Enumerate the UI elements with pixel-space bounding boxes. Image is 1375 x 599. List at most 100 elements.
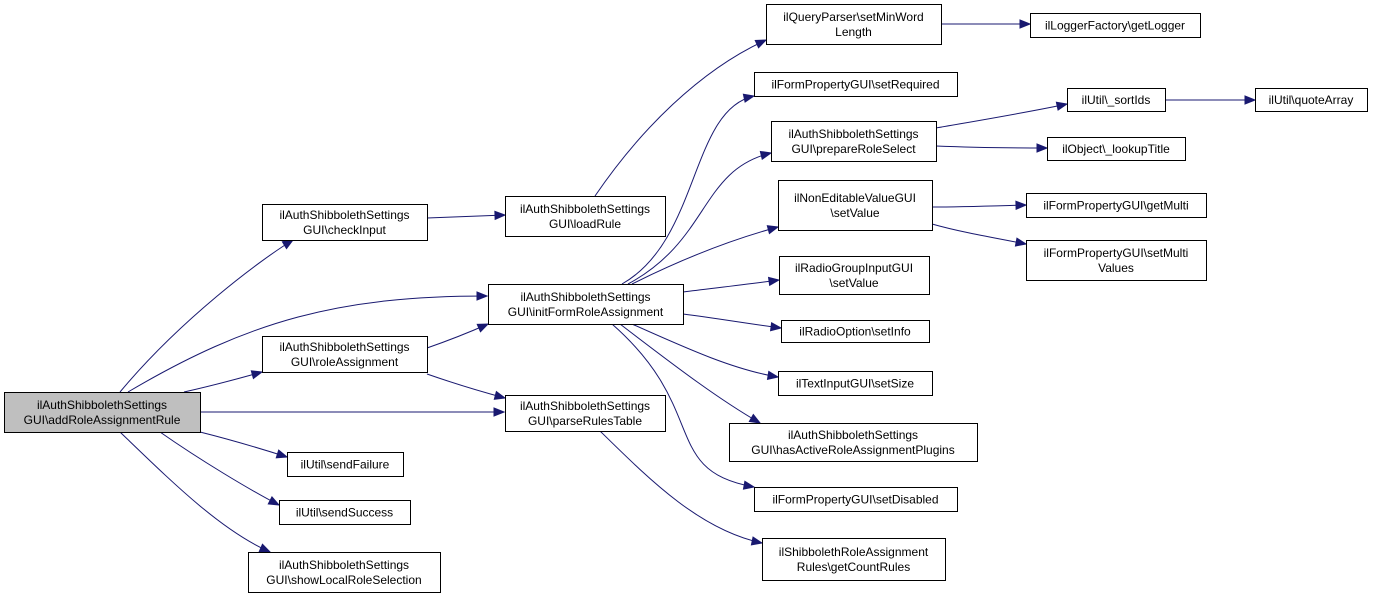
edge-root-to-showLocalRoleSelection (119, 431, 271, 553)
edge-prepareRoleSelect-to-lookupTitle (935, 145, 1048, 149)
node-quoteArray[interactable]: ilUtil\quoteArray (1255, 88, 1368, 112)
edge-nevSetValue-to-getMulti (931, 204, 1027, 208)
node-box (1255, 88, 1368, 112)
node-label-line: ilFormPropertyGUI\getMulti (1043, 199, 1188, 213)
node-label-line: ilUtil\sendSuccess (296, 506, 393, 520)
edge-checkInput-to-loadRule (426, 214, 506, 219)
node-label-line: GUI\parseRulesTable (528, 414, 642, 428)
node-rgSetValue[interactable]: ilRadioGroupInputGUI\setValue (779, 256, 930, 295)
node-label-line: ilObject\_lookupTitle (1062, 142, 1170, 156)
node-label-line: ilRadioGroupInputGUI (795, 261, 913, 275)
arrowhead-initFormRoleAssignment (476, 291, 489, 301)
arrowhead-showLocalRoleSelection (258, 543, 272, 553)
arrowhead-getCountRules (750, 536, 764, 546)
arrowhead-parseRulesTable (493, 390, 507, 400)
node-label-line: GUI\initFormRoleAssignment (508, 305, 664, 319)
node-box (287, 452, 404, 477)
node-getMulti[interactable]: ilFormPropertyGUI\getMulti (1026, 193, 1207, 218)
edges-layer (119, 19, 1257, 553)
node-box (1026, 193, 1207, 218)
node-box (505, 395, 666, 432)
arrowhead-nevSetValue (766, 225, 780, 235)
node-sortIds[interactable]: ilUtil\_sortIds (1067, 88, 1166, 112)
node-box (729, 423, 978, 462)
node-lookupTitle[interactable]: ilObject\_lookupTitle (1047, 137, 1186, 161)
node-box (1047, 137, 1186, 161)
node-box (488, 284, 684, 325)
node-label-line: GUI\hasActiveRoleAssignmentPlugins (751, 443, 954, 457)
node-box (778, 371, 933, 396)
node-label-line: ilAuthShibbolethSettings (788, 127, 918, 141)
node-label-line: ilShibbolethRoleAssignment (779, 545, 929, 559)
node-root[interactable]: ilAuthShibbolethSettingsGUI\addRoleAssig… (4, 392, 201, 433)
node-box (262, 204, 428, 241)
arrowhead-setRequired (742, 93, 756, 103)
node-getCountRules[interactable]: ilShibbolethRoleAssignmentRules\getCount… (762, 538, 946, 581)
edge-root-to-checkInput (119, 239, 294, 393)
node-nevSetValue[interactable]: ilNonEditableValueGUI\setValue (778, 180, 933, 231)
node-setRequired[interactable]: ilFormPropertyGUI\setRequired (754, 72, 958, 97)
edge-initFormRoleAssignment-to-rgSetValue (682, 279, 780, 293)
node-box (778, 180, 933, 231)
node-label-line: Values (1098, 261, 1134, 275)
node-parseRulesTable[interactable]: ilAuthShibbolethSettingsGUI\parseRulesTa… (505, 395, 666, 432)
node-setSize[interactable]: ilTextInputGUI\setSize (778, 371, 933, 396)
node-label-line: GUI\loadRule (549, 217, 621, 231)
node-label-line: GUI\roleAssignment (291, 355, 399, 369)
node-label-line: GUI\prepareRoleSelect (791, 142, 916, 156)
node-box (248, 552, 441, 593)
arrowhead-parseRulesTable (493, 407, 506, 417)
arrowhead-checkInput (281, 239, 295, 250)
arrowhead-prepareRoleSelect (759, 150, 773, 161)
node-box (781, 320, 930, 343)
arrowhead-setInfo (769, 321, 783, 332)
node-setInfo[interactable]: ilRadioOption\setInfo (781, 320, 930, 343)
edge-root-to-initFormRoleAssignment (127, 295, 488, 393)
edge-parseRulesTable-to-getCountRules (599, 430, 763, 544)
arrowhead-sendFailure (275, 449, 289, 459)
edge-initFormRoleAssignment-to-setDisabled (611, 323, 755, 488)
node-label-line: ilNonEditableValueGUI (794, 191, 916, 205)
node-box (762, 538, 946, 581)
arrowhead-lookupTitle (1036, 143, 1049, 153)
node-label-line: ilUtil\quoteArray (1269, 93, 1354, 107)
node-box (754, 72, 958, 97)
node-setDisabled[interactable]: ilFormPropertyGUI\setDisabled (754, 487, 958, 512)
edge-initFormRoleAssignment-to-setRequired (621, 95, 755, 285)
node-sendSuccess[interactable]: ilUtil\sendSuccess (279, 500, 411, 525)
node-label-line: ilAuthShibbolethSettings (279, 208, 409, 222)
edge-loadRule-to-setMinWordLength (594, 39, 767, 197)
edge-initFormRoleAssignment-to-nevSetValue (631, 226, 779, 285)
arrowhead-setSize (766, 370, 780, 380)
node-initFormRoleAssignment[interactable]: ilAuthShibbolethSettingsGUI\initFormRole… (488, 284, 684, 325)
node-label-line: Length (835, 25, 872, 39)
node-box (779, 256, 930, 295)
node-sendFailure[interactable]: ilUtil\sendFailure (287, 452, 404, 477)
node-box (505, 196, 666, 237)
node-prepareRoleSelect[interactable]: ilAuthShibbolethSettingsGUI\prepareRoleS… (771, 121, 937, 162)
node-box (1026, 240, 1207, 281)
node-hasActivePlugins[interactable]: ilAuthShibbolethSettingsGUI\hasActiveRol… (729, 423, 978, 462)
node-label-line: ilTextInputGUI\setSize (796, 377, 914, 391)
arrowhead-roleAssignment (250, 370, 264, 380)
node-label-line: GUI\showLocalRoleSelection (266, 573, 421, 587)
node-label-line: ilAuthShibbolethSettings (279, 340, 409, 354)
node-label-line: GUI\checkInput (303, 223, 386, 237)
node-box (754, 487, 958, 512)
edge-prepareRoleSelect-to-sortIds (935, 103, 1068, 129)
node-label-line: ilFormPropertyGUI\setMulti (1044, 246, 1189, 260)
edge-initFormRoleAssignment-to-prepareRoleSelect (627, 152, 772, 285)
node-label-line: ilAuthShibbolethSettings (788, 428, 918, 442)
node-label-line: ilAuthShibbolethSettings (279, 558, 409, 572)
node-roleAssignment[interactable]: ilAuthShibbolethSettingsGUI\roleAssignme… (262, 336, 428, 373)
edge-root-to-roleAssignment (183, 371, 263, 393)
node-getLogger[interactable]: ilLoggerFactory\getLogger (1030, 13, 1201, 38)
node-showLocalRoleSelection[interactable]: ilAuthShibbolethSettingsGUI\showLocalRol… (248, 552, 441, 593)
node-label-line: ilFormPropertyGUI\setDisabled (772, 493, 938, 507)
node-label-line: Rules\getCountRules (797, 560, 910, 574)
